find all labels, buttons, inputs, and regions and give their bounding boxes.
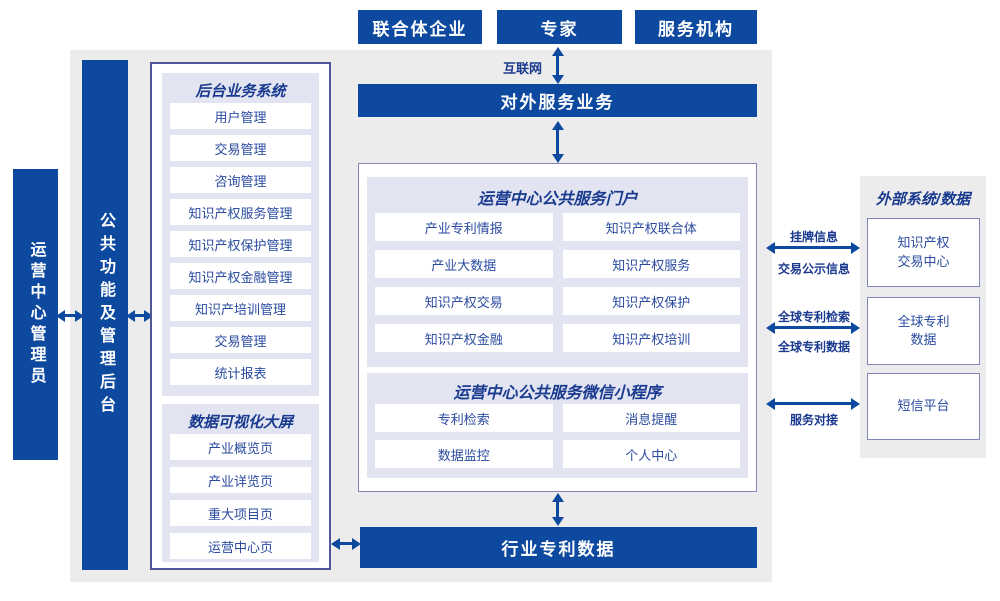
portal-item: 产业大数据	[375, 250, 553, 278]
backend-item: 知识产权服务管理	[170, 199, 311, 225]
backend-item: 用户管理	[170, 103, 311, 129]
backend-item: 咨询管理	[170, 167, 311, 193]
portal-grid: 产业专利情报 知识产权联合体 产业大数据 知识产权服务 知识产权交易 知识产权保…	[375, 213, 740, 352]
external-service-bar: 对外服务业务	[358, 84, 757, 117]
backend-business-title: 后台业务系统	[195, 83, 286, 100]
double-arrow-internet-icon	[551, 47, 564, 84]
external-box-sms: 短信平台	[867, 373, 980, 440]
dashboard-item: 产业概览页	[170, 434, 311, 460]
external-systems-title: 外部系统/数据	[875, 191, 971, 208]
external-box-label: 知识产权交易中心	[897, 235, 950, 269]
portal-item: 知识产权保护	[562, 287, 740, 315]
double-arrow-trade-center-icon	[766, 241, 860, 254]
left-panel: 后台业务系统 用户管理 交易管理 咨询管理 知识产权服务管理 知识产权保护管理 …	[150, 62, 331, 570]
public-function-backend-bar: 公共功能及管理后台	[82, 60, 128, 570]
global-patent-search-label: 全球专利检索	[777, 310, 850, 324]
dashboard-item: 运营中心页	[170, 533, 311, 559]
miniapp-item: 消息提醒	[562, 404, 740, 432]
miniapp-grid: 专利检索 消息提醒 数据监控 个人中心	[375, 404, 740, 468]
backend-business-subpanel: 后台业务系统 用户管理 交易管理 咨询管理 知识产权服务管理 知识产权保护管理 …	[162, 73, 319, 396]
miniapp-item: 专利检索	[375, 404, 553, 432]
double-arrow-sms-icon	[766, 397, 860, 410]
miniapp-item: 个人中心	[562, 440, 740, 468]
portal-title: 运营中心公共服务门户	[477, 191, 638, 208]
miniapp-title: 运营中心公共服务微信小程序	[453, 385, 662, 402]
double-arrow-service-portal-icon	[551, 121, 564, 163]
actor-agencies-box: 服务机构	[635, 10, 757, 44]
internet-label: 互联网	[502, 61, 542, 76]
portal-item: 知识产权联合体	[562, 213, 740, 241]
backend-business-list: 用户管理 交易管理 咨询管理 知识产权服务管理 知识产权保护管理 知识产权金融管…	[170, 103, 311, 385]
dashboard-item: 产业详览页	[170, 467, 311, 493]
portal-item: 知识产权交易	[375, 287, 553, 315]
double-arrow-global-patent-icon	[766, 321, 860, 334]
external-box-label: 短信平台	[897, 398, 950, 414]
trade-publicity-label: 交易公示信息	[777, 262, 850, 276]
dashboard-list: 产业概览页 产业详览页 重大项目页 运营中心页	[170, 434, 311, 559]
backend-item: 交易管理	[170, 135, 311, 161]
global-patent-data-label: 全球专利数据	[777, 340, 850, 354]
actor-consortium-box: 联合体企业	[358, 10, 482, 44]
double-arrow-admin-backend-icon	[56, 309, 84, 322]
backend-item: 知识产培训管理	[170, 295, 311, 321]
portal-subpanel: 运营中心公共服务门户 产业专利情报 知识产权联合体 产业大数据 知识产权服务 知…	[367, 177, 748, 367]
portal-item: 知识产权金融	[375, 324, 553, 352]
miniapp-subpanel: 运营中心公共服务微信小程序 专利检索 消息提醒 数据监控 个人中心	[367, 373, 748, 478]
external-box-label: 全球专利数据	[897, 313, 950, 347]
portal-item: 知识产权服务	[562, 250, 740, 278]
service-docking-label: 服务对接	[789, 413, 838, 427]
industry-patent-bar: 行业专利数据	[360, 527, 757, 568]
listing-info-label: 挂牌信息	[789, 230, 838, 244]
miniapp-item: 数据监控	[375, 440, 553, 468]
portal-item: 产业专利情报	[375, 213, 553, 241]
dashboard-item: 重大项目页	[170, 500, 311, 526]
backend-item: 知识产权金融管理	[170, 263, 311, 289]
actor-experts-box: 专家	[497, 10, 622, 44]
external-box-global-patent: 全球专利数据	[867, 297, 980, 365]
double-arrow-panel-patent-icon	[551, 493, 564, 526]
center-panel: 运营中心公共服务门户 产业专利情报 知识产权联合体 产业大数据 知识产权服务 知…	[358, 163, 757, 492]
dashboard-subpanel: 数据可视化大屏 产业概览页 产业详览页 重大项目页 运营中心页	[162, 404, 319, 562]
dashboard-title: 数据可视化大屏	[187, 414, 293, 431]
backend-item: 知识产权保护管理	[170, 231, 311, 257]
backend-item: 交易管理	[170, 327, 311, 353]
external-box-trade-center: 知识产权交易中心	[867, 218, 980, 287]
operation-center-admin-bar: 运营中心管理员	[13, 169, 58, 460]
double-arrow-dashboard-patent-icon	[331, 537, 361, 550]
backend-item: 统计报表	[170, 359, 311, 385]
double-arrow-backend-panel-icon	[126, 309, 153, 322]
portal-item: 知识产权培训	[562, 324, 740, 352]
